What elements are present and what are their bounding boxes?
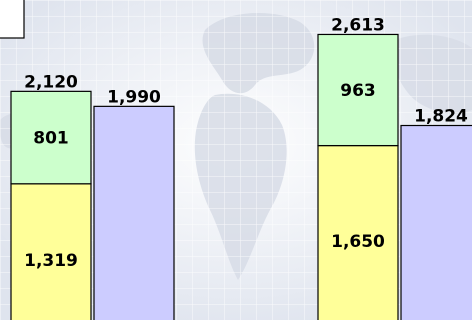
segment-value-label: 1,319 xyxy=(24,251,78,271)
segment-value-label: 801 xyxy=(33,129,69,149)
legend-box xyxy=(0,0,25,39)
segment-value-label: 963 xyxy=(340,81,376,101)
chart-marks: 1,319 801 2,120 1,990 1,650 963 2,613 1,824 xyxy=(10,15,472,320)
single-bar xyxy=(400,124,472,320)
single-bar xyxy=(93,105,175,320)
single-bar-value-label: 1,990 xyxy=(107,87,161,107)
stacked-bar-segment xyxy=(317,144,399,320)
stack-total-label: 2,613 xyxy=(331,15,385,35)
single-bar-value-label: 1,824 xyxy=(414,107,468,127)
stack-total-label: 2,120 xyxy=(24,72,78,92)
stacked-bar-segment xyxy=(317,33,399,147)
stacked-bar-segment xyxy=(10,90,92,185)
segment-value-label: 1,650 xyxy=(331,232,385,252)
